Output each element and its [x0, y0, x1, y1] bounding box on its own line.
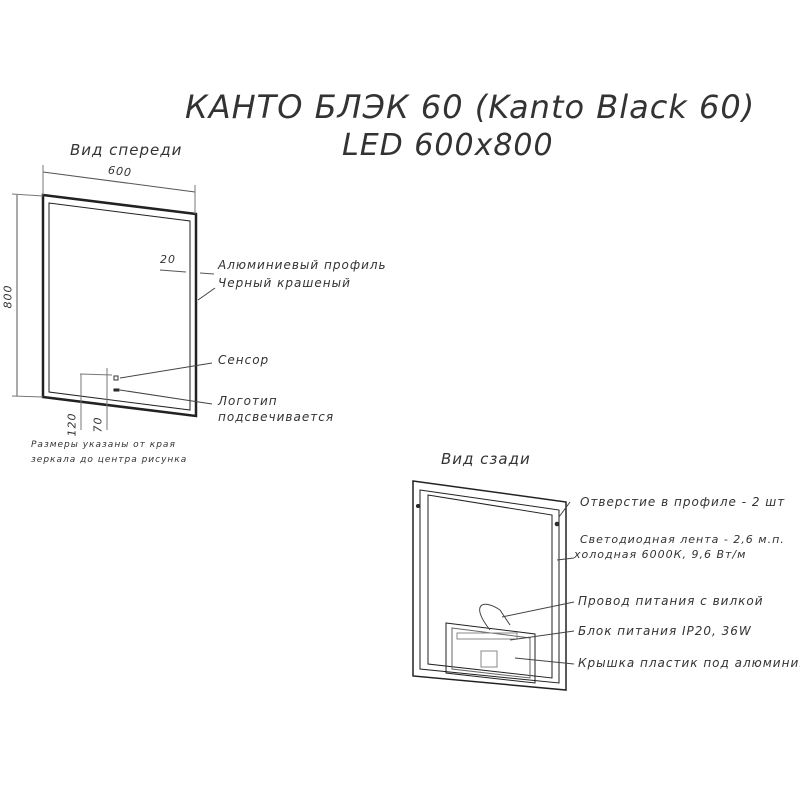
- height-dimension: 800: [1, 284, 15, 309]
- logo-label-2: подсвечивается: [218, 410, 335, 424]
- cover-label: Крышка пластик под алюминий: [578, 656, 800, 670]
- front-mirror-inner-frame: [48, 202, 191, 411]
- sensor-label: Сенсор: [218, 353, 270, 367]
- profile-hole-left: [416, 504, 420, 508]
- profile-label-1: Алюминиевый профиль: [218, 258, 387, 272]
- logo-label-1: Логотип: [218, 394, 278, 408]
- profile-dimension: 20: [160, 253, 176, 266]
- front-view-heading: Вид спереди: [70, 141, 183, 159]
- led-label-1: Светодиодная лента - 2,6 м.п.: [580, 533, 785, 546]
- back-view-heading: Вид сзади: [441, 450, 531, 468]
- profile-leader: [197, 287, 216, 301]
- profile-label-2: Черный крашеный: [218, 276, 351, 290]
- cover-plate: [445, 622, 536, 684]
- logo-offset-dimension: 70: [91, 416, 105, 433]
- profile-hole-right: [554, 521, 560, 527]
- led-label-2: холодная 6000К, 9,6 Вт/м: [574, 548, 747, 561]
- title-line1: КАНТО БЛЭК 60 (Kanto Black 60): [185, 88, 756, 126]
- psu-label: Блок питания IP20, 36W: [578, 624, 752, 638]
- power-cable: [479, 603, 511, 631]
- logo-icon: [113, 388, 120, 392]
- psu-block: [456, 632, 518, 640]
- sensor-offset-dimension: 120: [65, 412, 79, 437]
- holes-label: Отверстие в профиле - 2 шт: [580, 495, 786, 509]
- front-mirror-outer-frame: [41, 193, 198, 418]
- note-line-2: зеркала до центра рисунка: [31, 455, 188, 465]
- width-dimension-line: [42, 171, 196, 193]
- width-dimension: 600: [107, 163, 133, 180]
- note-line-1: Размеры указаны от края: [31, 440, 176, 450]
- back-mirror-outer-frame: [412, 480, 567, 691]
- sensor-icon: [113, 375, 119, 381]
- title-line2: LED 600x800: [342, 128, 554, 163]
- cable-label: Провод питания с вилкой: [578, 594, 764, 608]
